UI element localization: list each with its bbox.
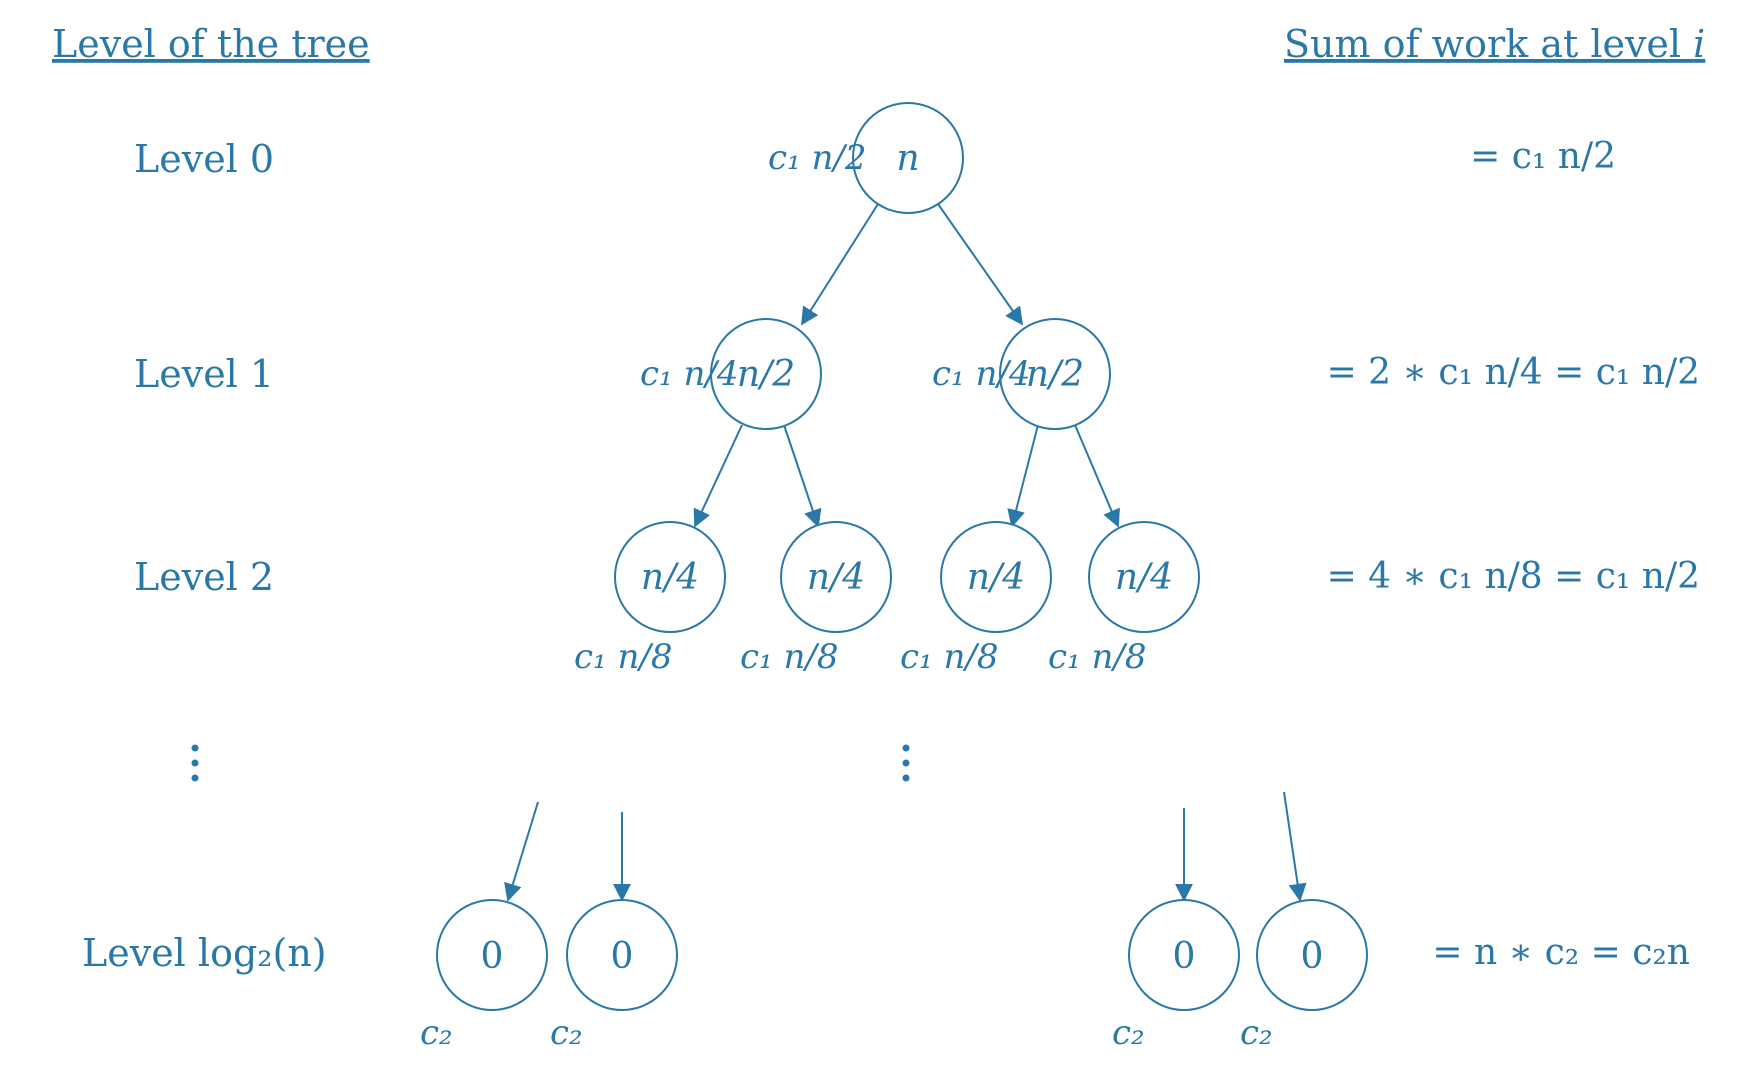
- cost-l1-right: c₁ n/4: [932, 354, 1030, 394]
- cost-leaf-a: c₂: [420, 1013, 453, 1053]
- cost-l1-left: c₁ n/4: [640, 354, 738, 394]
- cost-leaf-d: c₂: [1240, 1013, 1273, 1053]
- edge-l1left-l2a: [693, 424, 743, 528]
- edge-l1right-l2c: [1007, 424, 1039, 528]
- edge-into-leaf-a: [504, 801, 539, 902]
- tree-node-l2-c: n/4: [940, 521, 1052, 633]
- level-log-label: Level log₂(n): [82, 931, 327, 975]
- tree-edges: [504, 203, 1307, 902]
- tree-node-l2-d: n/4: [1088, 521, 1200, 633]
- svg-text:n/4: n/4: [641, 557, 699, 598]
- tree-node-l2-a: n/4: [614, 521, 726, 633]
- svg-text:0: 0: [611, 936, 634, 977]
- sum-level-2: = 4 ∗ c₁ n/8 = c₁ n/2: [1327, 556, 1700, 597]
- svg-text:n/2: n/2: [737, 354, 795, 395]
- svg-text:n/4: n/4: [967, 557, 1025, 598]
- edge-root-l1left: [801, 203, 879, 326]
- edge-l1left-l2b: [783, 424, 822, 528]
- tree-node-leaf-b: 0: [566, 899, 678, 1011]
- sum-level-0: = c₁ n/2: [1470, 136, 1616, 177]
- sum-level-log: = n ∗ c₂ = c₂n: [1432, 932, 1690, 973]
- tree-node-l2-b: n/4: [780, 521, 892, 633]
- edge-l1right-l2d: [1074, 424, 1120, 528]
- svg-text:n/4: n/4: [807, 557, 865, 598]
- cost-l2-c: c₁ n/8: [900, 637, 998, 677]
- tree-node-leaf-c: 0: [1128, 899, 1240, 1011]
- tree-ellipsis-center: [902, 744, 910, 782]
- svg-text:0: 0: [1301, 936, 1324, 977]
- cost-root: c₁ n/2: [768, 138, 866, 178]
- svg-text:n/2: n/2: [1026, 354, 1084, 395]
- edge-root-l1right: [937, 203, 1024, 326]
- tree-node-l1-left: n/2: [710, 318, 822, 430]
- cost-l2-b: c₁ n/8: [740, 637, 838, 677]
- level-2-label: Level 2: [134, 555, 274, 599]
- cost-l2-a: c₁ n/8: [574, 637, 672, 677]
- tree-node-leaf-d: 0: [1256, 899, 1368, 1011]
- sum-level-1: = 2 ∗ c₁ n/4 = c₁ n/2: [1327, 352, 1700, 393]
- tree-node-root: n: [852, 102, 964, 214]
- tree-node-leaf-a: 0: [436, 899, 548, 1011]
- level-ellipsis-left: [191, 744, 199, 782]
- cost-leaf-b: c₂: [550, 1013, 583, 1053]
- svg-text:0: 0: [1173, 936, 1196, 977]
- right-header: Sum of work at level i: [1284, 22, 1705, 66]
- level-0-label: Level 0: [134, 137, 274, 181]
- left-header: Level of the tree: [52, 22, 370, 66]
- tree-node-l1-right: n/2: [999, 318, 1111, 430]
- cost-l2-d: c₁ n/8: [1048, 637, 1146, 677]
- svg-text:n: n: [896, 138, 919, 179]
- cost-leaf-c: c₂: [1112, 1013, 1145, 1053]
- edge-into-leaf-d: [1283, 791, 1307, 902]
- svg-text:n/4: n/4: [1115, 557, 1173, 598]
- svg-text:0: 0: [481, 936, 504, 977]
- level-1-label: Level 1: [134, 352, 274, 396]
